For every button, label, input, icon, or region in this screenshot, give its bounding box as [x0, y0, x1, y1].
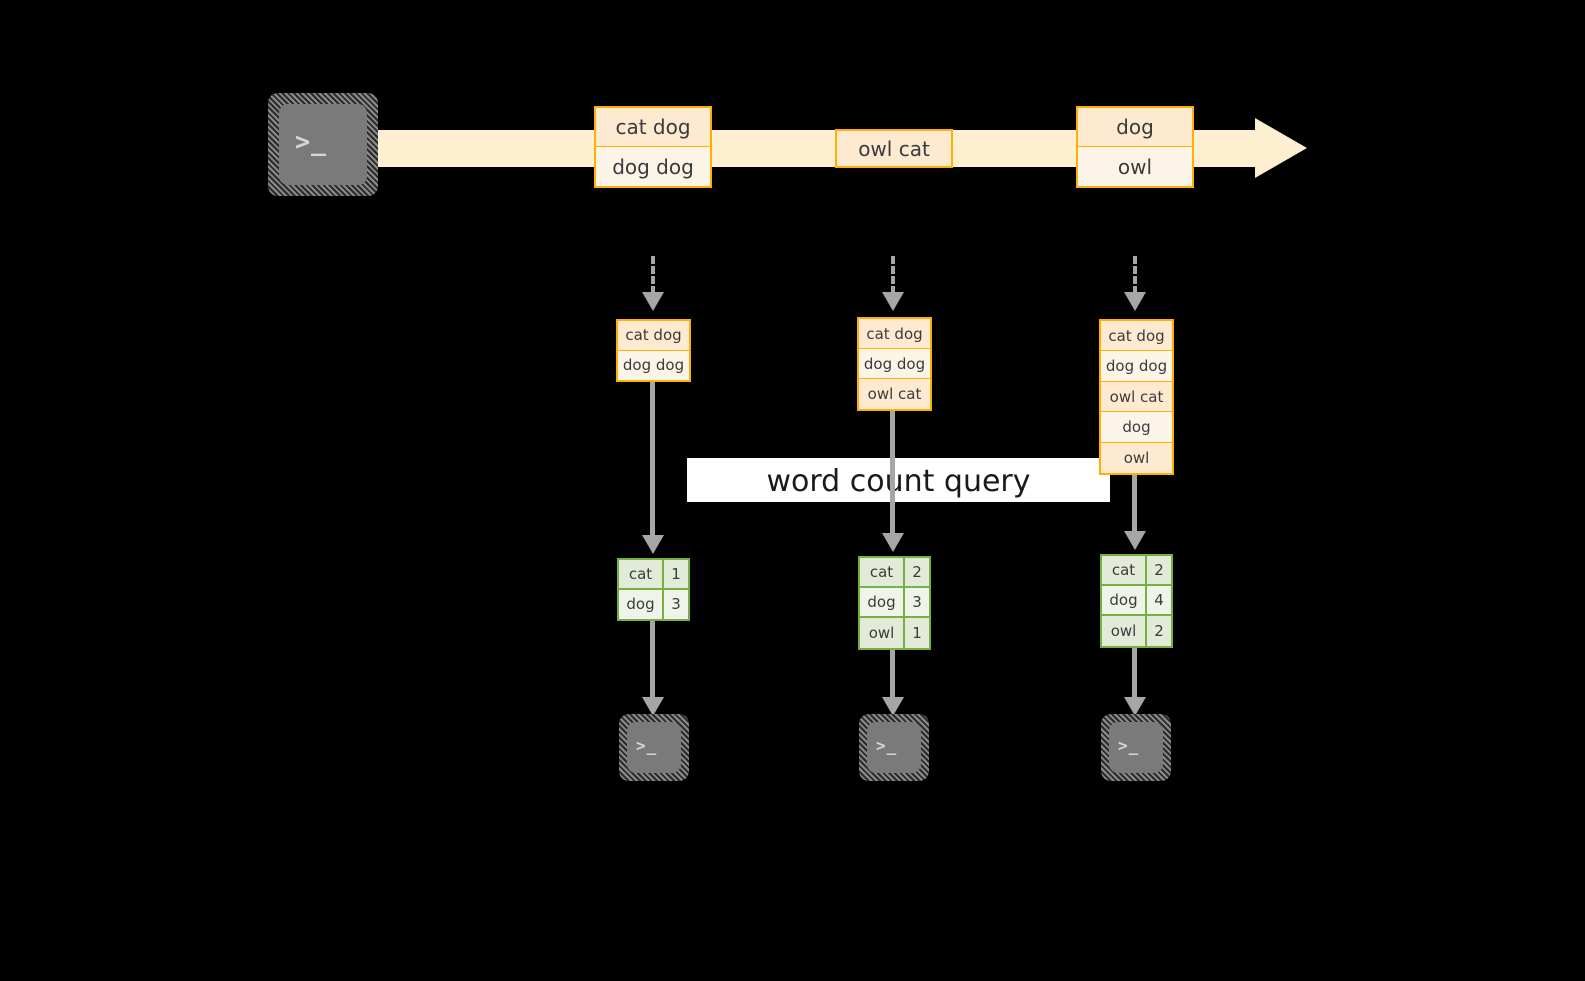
stream-event-3-line-2: owl — [1078, 147, 1192, 186]
query-label-band — [687, 458, 1110, 502]
snapshot-3-sink-arrowhead — [1124, 697, 1146, 716]
snapshot-2-input-line-3: owl cat — [859, 379, 930, 409]
snapshot-3-input-line-3: owl cat — [1101, 381, 1172, 413]
snapshot-3-word-1: cat — [1102, 556, 1147, 585]
snapshot-3-input-line-1: cat dog — [1101, 321, 1172, 352]
snapshot-2-count-2: 3 — [905, 588, 929, 617]
table-row: dog 3 — [860, 588, 929, 619]
terminal-face — [867, 722, 921, 773]
snapshot-2-input-line-2: dog dog — [859, 349, 930, 379]
snapshot-3-word-3: owl — [1102, 616, 1147, 646]
snapshot-3-sink-terminal-icon: >_ — [1101, 714, 1171, 781]
snapshot-3-count-1: 2 — [1147, 556, 1171, 585]
snapshot-2-word-3: owl — [860, 618, 905, 648]
table-row: owl 1 — [860, 618, 929, 648]
snapshot-2-query-line — [890, 411, 895, 535]
stream-event-1-line-2: dog dog — [596, 147, 710, 186]
stream-event-1-line-1: cat dog — [596, 108, 710, 148]
snapshot-3-input-line-4: dog — [1101, 412, 1172, 443]
snapshot-2-result-table: cat 2 dog 3 owl 1 — [858, 556, 931, 650]
snapshot-3-result-table: cat 2 dog 4 owl 2 — [1100, 554, 1173, 648]
snapshot-1-input-box: cat dog dog dog — [616, 319, 691, 382]
snapshot-3-feed-dash — [1133, 256, 1137, 294]
snapshot-2-count-3: 1 — [905, 618, 929, 648]
snapshot-3-word-2: dog — [1102, 586, 1147, 615]
snapshot-2-word-1: cat — [860, 558, 905, 587]
table-row: dog 4 — [1102, 586, 1171, 617]
stream-arrowhead — [1255, 118, 1307, 178]
snapshot-3-sink-line — [1132, 648, 1137, 699]
snapshot-1-result-table: cat 1 dog 3 — [617, 558, 690, 621]
snapshot-2-word-2: dog — [860, 588, 905, 617]
snapshot-2-sink-line — [890, 650, 895, 699]
snapshot-1-query-line — [650, 382, 655, 537]
terminal-face — [627, 722, 681, 773]
snapshot-3-input-box: cat dog dog dog owl cat dog owl — [1099, 319, 1174, 475]
snapshot-1-word-1: cat — [619, 560, 664, 588]
snapshot-1-query-arrowhead — [642, 535, 664, 554]
snapshot-2-feed-arrowhead — [882, 292, 904, 311]
snapshot-1-count-1: 1 — [664, 560, 688, 588]
source-terminal-icon: >_ — [268, 93, 378, 196]
snapshot-2-sink-terminal-icon: >_ — [859, 714, 929, 781]
snapshot-3-input-line-2: dog dog — [1101, 351, 1172, 382]
table-row: dog 3 — [619, 589, 688, 619]
snapshot-3-feed-arrowhead — [1124, 292, 1146, 311]
query-label: word count query — [766, 464, 1031, 499]
snapshot-2-count-1: 2 — [905, 558, 929, 587]
snapshot-1-input-line-2: dog dog — [618, 350, 689, 380]
table-row: cat 2 — [860, 558, 929, 589]
snapshot-3-count-3: 2 — [1147, 616, 1171, 646]
stream-event-2-line-1: owl cat — [837, 131, 951, 166]
terminal-prompt-glyph: >_ — [295, 127, 328, 156]
snapshot-2-input-box: cat dog dog dog owl cat — [857, 317, 932, 411]
snapshot-1-feed-arrowhead — [642, 292, 664, 311]
snapshot-2-feed-dash — [891, 256, 895, 294]
snapshot-3-input-line-5: owl — [1101, 442, 1172, 474]
table-row: cat 1 — [619, 560, 688, 590]
snapshot-3-query-arrowhead — [1124, 531, 1146, 550]
table-row: cat 2 — [1102, 556, 1171, 587]
snapshot-2-input-line-1: cat dog — [859, 319, 930, 349]
stream-event-3: dog owl — [1076, 106, 1194, 188]
snapshot-1-word-2: dog — [619, 589, 664, 619]
stream-event-2: owl cat — [835, 129, 953, 168]
terminal-prompt-glyph: >_ — [876, 736, 898, 755]
snapshot-1-sink-arrowhead — [642, 697, 664, 716]
snapshot-3-query-line — [1132, 475, 1137, 533]
terminal-face — [279, 104, 367, 185]
snapshot-1-feed-dash — [651, 256, 655, 294]
terminal-prompt-glyph: >_ — [1118, 736, 1140, 755]
stream-event-3-line-1: dog — [1078, 108, 1192, 148]
snapshot-2-query-arrowhead — [882, 533, 904, 552]
terminal-prompt-glyph: >_ — [636, 736, 658, 755]
snapshot-1-sink-terminal-icon: >_ — [619, 714, 689, 781]
snapshot-1-input-line-1: cat dog — [618, 321, 689, 351]
snapshot-3-count-2: 4 — [1147, 586, 1171, 615]
snapshot-1-count-2: 3 — [664, 589, 688, 619]
terminal-face — [1109, 722, 1163, 773]
stream-event-1: cat dog dog dog — [594, 106, 712, 188]
table-row: owl 2 — [1102, 616, 1171, 646]
snapshot-1-sink-line — [650, 621, 655, 699]
snapshot-2-sink-arrowhead — [882, 697, 904, 716]
